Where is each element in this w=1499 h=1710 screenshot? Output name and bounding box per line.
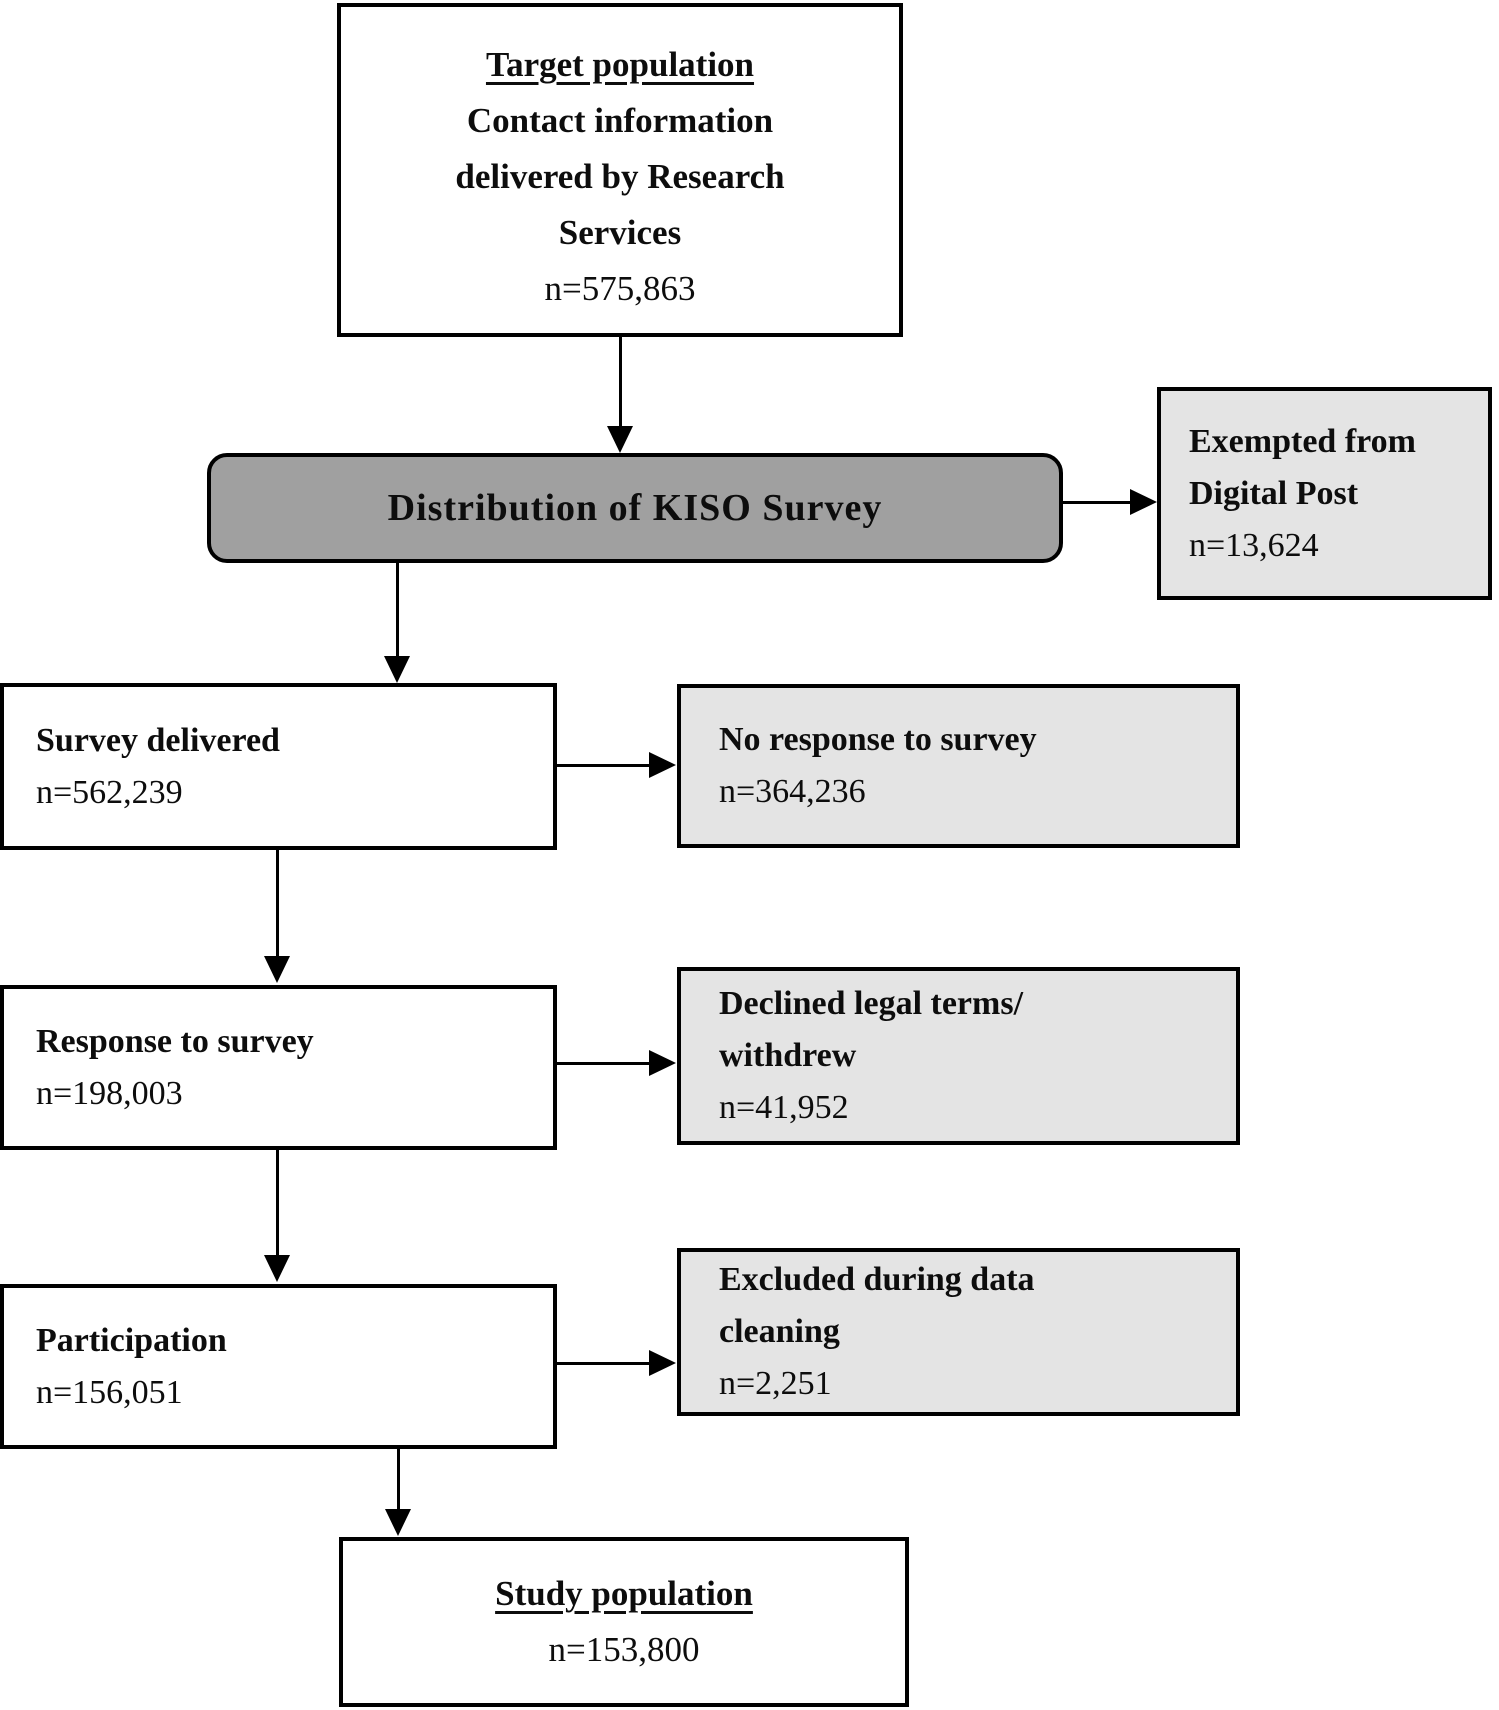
response-n: n=198,003 <box>36 1074 183 1112</box>
arrow-response-to-participation-head-icon <box>264 1255 290 1282</box>
response-box: Response to survey n=198,003 <box>0 985 557 1150</box>
arrow-participation-to-excluded-head-icon <box>649 1350 676 1376</box>
study-population-title: Study population <box>495 1574 753 1613</box>
study-population-n: n=153,800 <box>548 1630 700 1669</box>
participation-box: Participation n=156,051 <box>0 1284 557 1449</box>
survey-delivered-box: Survey delivered n=562,239 <box>0 683 557 850</box>
declined-line2: withdrew <box>719 1037 857 1074</box>
arrow-response-to-declined-head-icon <box>649 1050 676 1076</box>
arrow-distribution-to-exempted-line <box>1063 501 1133 504</box>
arrow-survey-to-noresponse-line <box>557 764 652 767</box>
study-population-box: Study population n=153,800 <box>339 1537 909 1707</box>
excluded-line2: cleaning <box>719 1313 840 1350</box>
target-population-n: n=575,863 <box>544 269 696 308</box>
arrow-survey-to-response-head-icon <box>264 956 290 983</box>
exempted-line2: Digital Post <box>1189 474 1359 512</box>
arrow-survey-to-response-line <box>276 850 279 958</box>
arrow-participation-to-study-head-icon <box>385 1509 411 1536</box>
exempted-n: n=13,624 <box>1189 526 1319 564</box>
arrow-response-to-participation-line <box>276 1150 279 1257</box>
excluded-box: Excluded during data cleaning n=2,251 <box>677 1248 1240 1416</box>
arrow-distribution-to-exempted-head-icon <box>1130 489 1157 515</box>
arrow-response-to-declined-line <box>557 1062 652 1065</box>
arrow-distribution-to-survey-head-icon <box>384 656 410 683</box>
participation-n: n=156,051 <box>36 1373 183 1411</box>
excluded-line1: Excluded during data <box>719 1261 1035 1298</box>
declined-line1: Declined legal terms/ <box>719 985 1024 1022</box>
no-response-label: No response to survey <box>719 721 1037 758</box>
arrow-distribution-to-survey-line <box>396 563 399 656</box>
survey-delivered-label: Survey delivered <box>36 721 280 759</box>
distribution-box: Distribution of KISO Survey <box>207 453 1063 563</box>
excluded-n: n=2,251 <box>719 1365 832 1402</box>
target-population-line2: delivered by Research <box>455 157 785 196</box>
exempted-box: Exempted from Digital Post n=13,624 <box>1157 387 1492 600</box>
exempted-line1: Exempted from <box>1189 422 1416 460</box>
arrow-participation-to-study-line <box>397 1449 400 1511</box>
participation-label: Participation <box>36 1321 227 1359</box>
response-label: Response to survey <box>36 1022 314 1060</box>
arrow-participation-to-excluded-line <box>557 1362 652 1365</box>
arrow-target-to-distribution-line <box>619 337 622 429</box>
no-response-box: No response to survey n=364,236 <box>677 684 1240 848</box>
no-response-n: n=364,236 <box>719 773 866 810</box>
target-population-line3: Services <box>558 213 682 252</box>
arrow-survey-to-noresponse-head-icon <box>649 752 676 778</box>
declined-box: Declined legal terms/ withdrew n=41,952 <box>677 967 1240 1145</box>
target-population-title: Target population <box>485 45 755 84</box>
arrow-target-to-distribution-head-icon <box>607 426 633 453</box>
distribution-label: Distribution of KISO Survey <box>387 487 883 529</box>
target-population-line1: Contact information <box>466 101 774 140</box>
declined-n: n=41,952 <box>719 1089 849 1126</box>
survey-delivered-n: n=562,239 <box>36 773 183 811</box>
target-population-box: Target population Contact information de… <box>337 3 903 337</box>
